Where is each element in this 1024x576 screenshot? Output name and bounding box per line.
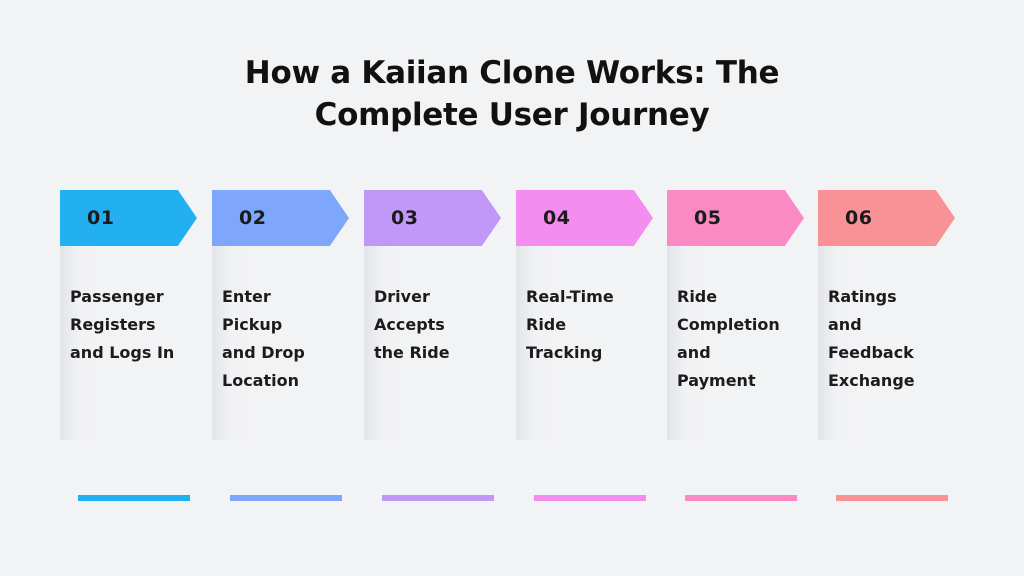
step-number: 05 — [694, 207, 722, 229]
step-number: 06 — [845, 207, 873, 229]
step-label: Passenger Registers and Logs In — [70, 283, 200, 367]
step-label-line: Pickup — [222, 315, 283, 334]
step-label: Enter Pickup and Drop Location — [222, 283, 352, 395]
step-label-line: Tracking — [526, 343, 603, 362]
step-label-line: Ride — [677, 287, 718, 306]
step-06: 06 Ratings and Feedback Exchange — [818, 190, 955, 510]
page-title-line-1: How a Kaiian Clone Works: The — [244, 55, 780, 91]
step-number: 04 — [543, 207, 571, 229]
step-04: 04 Real-Time Ride Tracking — [516, 190, 653, 510]
step-05: 05 Ride Completion and Payment — [667, 190, 804, 510]
step-arrow-banner — [667, 190, 804, 246]
step-label-line: Registers — [70, 315, 156, 334]
step-label: Real-Time Ride Tracking — [526, 283, 656, 367]
step-underline — [382, 495, 494, 501]
step-arrow-banner — [516, 190, 653, 246]
step-arrow-banner — [364, 190, 501, 246]
step-label-line: Accepts — [374, 315, 445, 334]
step-label-line: Ride — [526, 315, 567, 334]
step-label: Ride Completion and Payment — [677, 283, 807, 395]
step-underline — [534, 495, 646, 501]
step-label-line: and Logs In — [70, 343, 175, 362]
step-label-line: and — [828, 315, 862, 334]
step-label-line: Feedback — [828, 343, 914, 362]
step-label-line: Payment — [677, 371, 756, 390]
step-label-line: Completion — [677, 315, 780, 334]
step-label-line: the Ride — [374, 343, 450, 362]
step-label-line: Real-Time — [526, 287, 614, 306]
step-underline — [836, 495, 948, 501]
step-label-line: Enter — [222, 287, 271, 306]
step-underline — [78, 495, 190, 501]
step-label-line: Driver — [374, 287, 430, 306]
step-underline — [230, 495, 342, 501]
step-arrow-banner — [818, 190, 955, 246]
step-03: 03 Driver Accepts the Ride — [364, 190, 501, 510]
step-label-line: Location — [222, 371, 299, 390]
step-label: Ratings and Feedback Exchange — [828, 283, 958, 395]
step-label: Driver Accepts the Ride — [374, 283, 504, 367]
step-label-line: and — [677, 343, 711, 362]
step-arrow-banner — [212, 190, 349, 246]
step-label-line: and Drop — [222, 343, 305, 362]
step-label-line: Exchange — [828, 371, 915, 390]
step-number: 01 — [87, 207, 115, 229]
step-underline — [685, 495, 797, 501]
step-number: 03 — [391, 207, 419, 229]
page-title-line-2: Complete User Journey — [314, 97, 710, 133]
page-title: How a Kaiian Clone Works: The Complete U… — [0, 52, 1024, 136]
step-arrow-banner — [60, 190, 197, 246]
step-02: 02 Enter Pickup and Drop Location — [212, 190, 349, 510]
step-01: 01 Passenger Registers and Logs In — [60, 190, 197, 510]
step-number: 02 — [239, 207, 267, 229]
step-label-line: Ratings — [828, 287, 897, 306]
step-label-line: Passenger — [70, 287, 164, 306]
